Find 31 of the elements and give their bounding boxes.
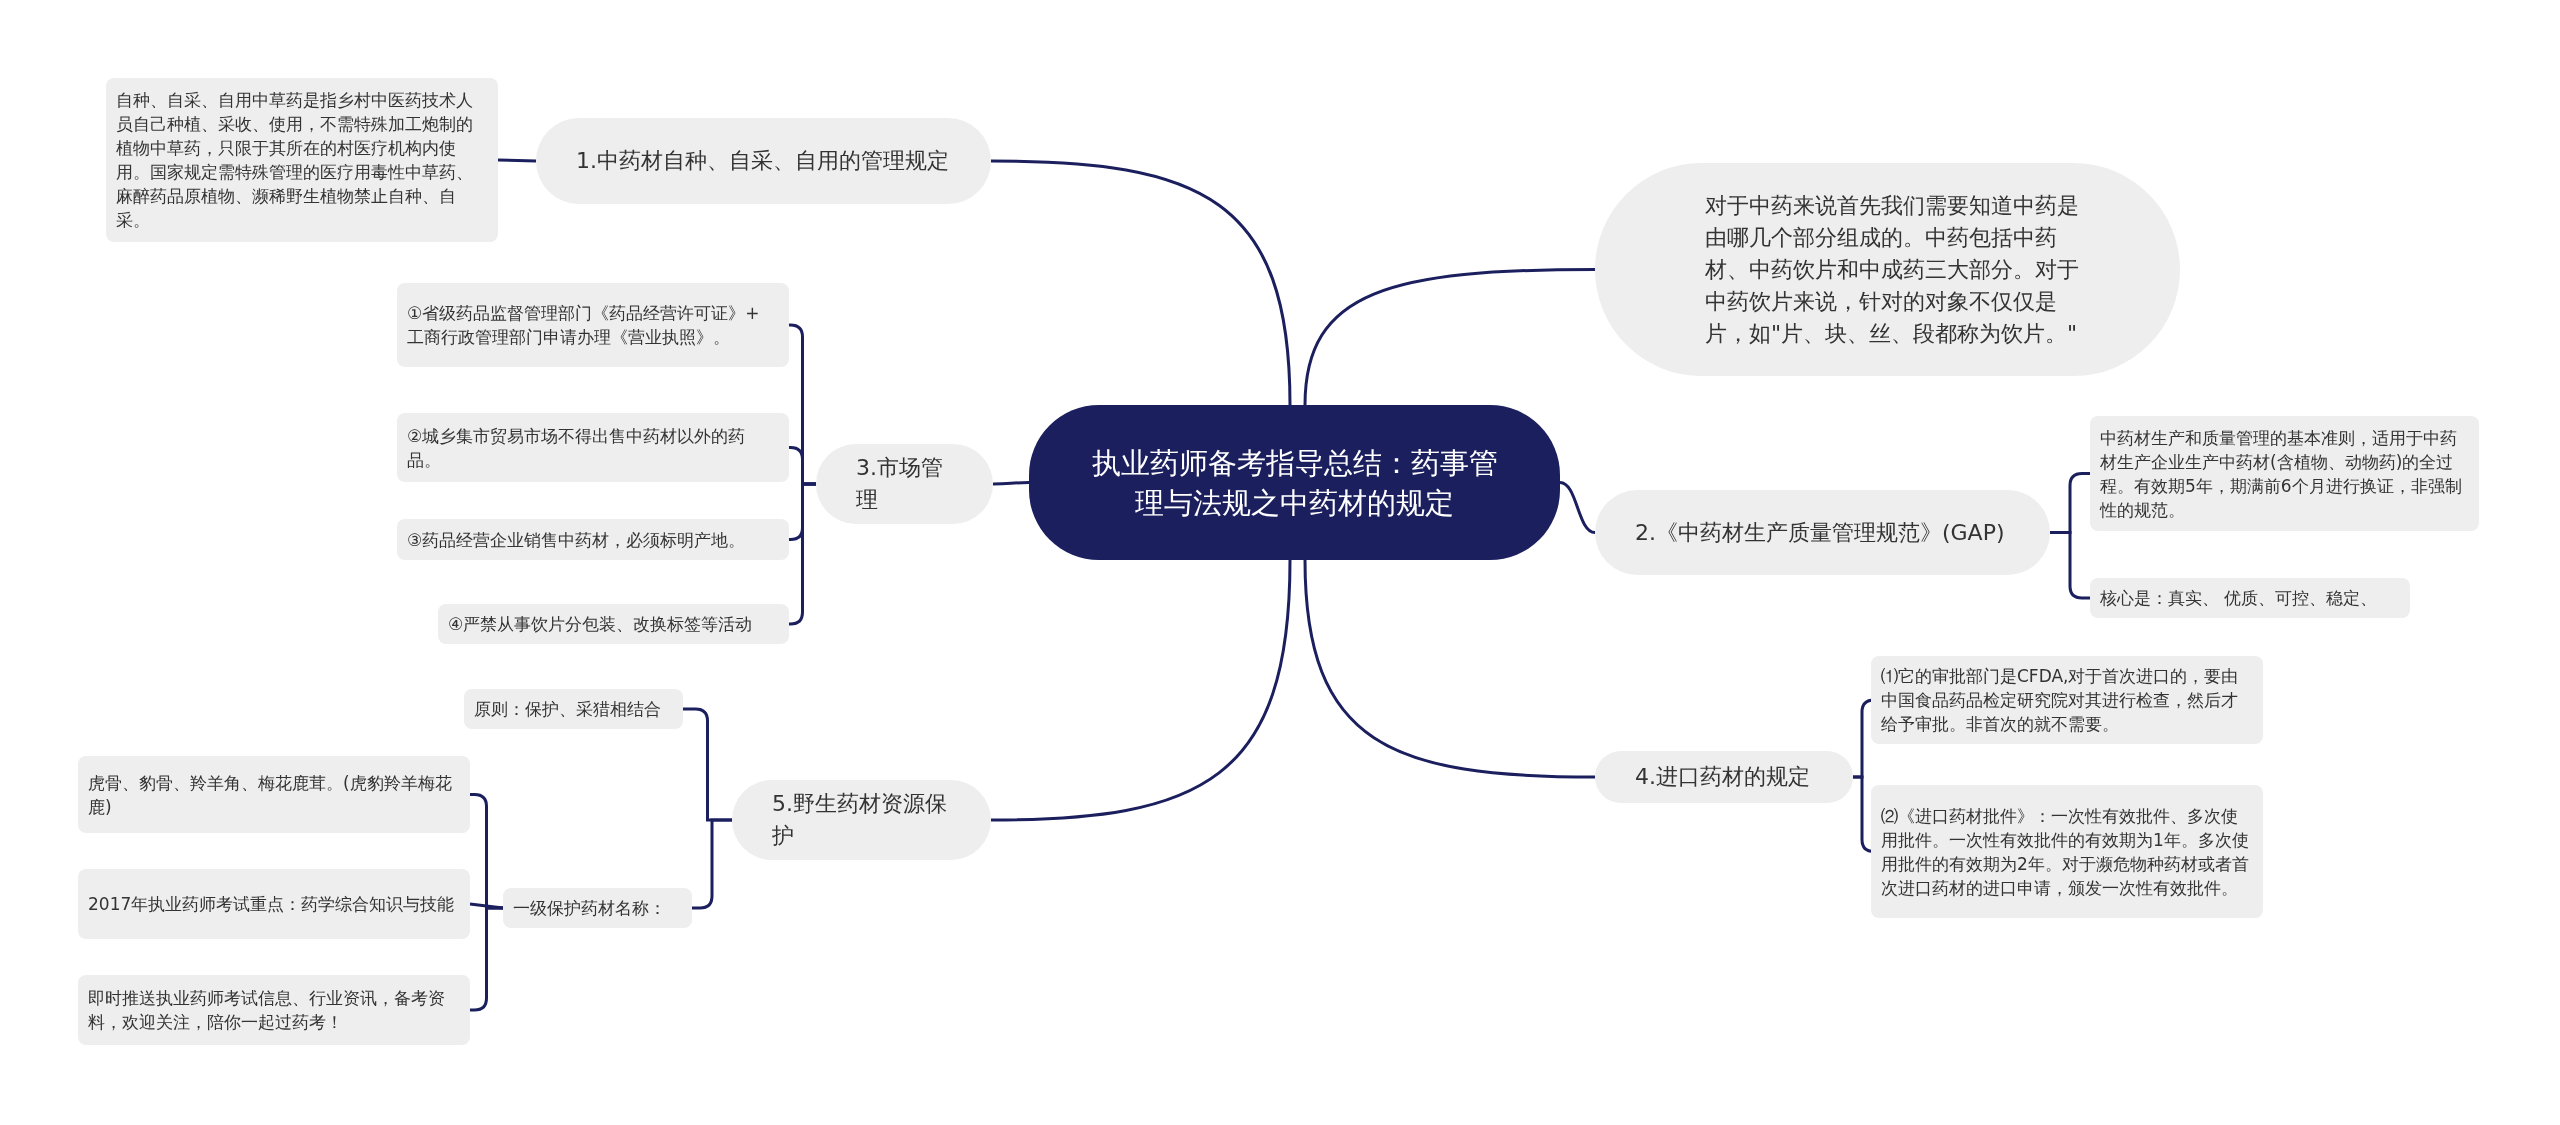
note-box: 一级保护药材名称： xyxy=(503,888,692,928)
topic-box: 执业药师备考指导总结：药事管理与法规之中药材的规定 xyxy=(1029,405,1560,560)
connector-line xyxy=(469,902,504,910)
connector-line xyxy=(993,481,1029,486)
note-box: 自种、自采、自用中草药是指乡村中医药技术人员自己种植、采收、使用，不需特殊加工炮制的植物中草药，只限于其所在的村医疗机构内使用。国家规定需特殊管理的医疗用毒性中草药、麻醉药品原植物、濒稀野生植物禁止自种、自采。 xyxy=(106,78,498,242)
branch-box: 1.中药材自种、自采、自用的管理规定 xyxy=(536,118,991,204)
branch-box: 4.进口药材的规定 xyxy=(1595,751,1853,803)
note-box: ⑵《进口药材批件》：一次性有效批件、多次使用批件。一次性有效批件的有效期为1年。多次使用批件的有效期为2年。对于濒危物种药材或者首次进口药材的进口申请，颁发一次性有效批件。 xyxy=(1871,785,2263,918)
note-box: 核心是：真实、 优质、可控、稳定、 xyxy=(2090,578,2410,618)
note-box: ②城乡集市贸易市场不得出售中药材以外的药品。 xyxy=(397,413,789,482)
note-box: ③药品经营企业销售中药材，必须标明产地。 xyxy=(397,519,789,560)
note-box: 虎骨、豹骨、羚羊角、梅花鹿茸。(虎豹羚羊梅花鹿) xyxy=(78,756,470,833)
connector-line xyxy=(990,159,1292,406)
note-box: 即时推送执业药师考试信息、行业资讯，备考资料，欢迎关注，陪你一起过药考！ xyxy=(78,975,470,1045)
branch-box: 5.野生药材资源保护 xyxy=(732,780,991,860)
connector-line xyxy=(990,559,1292,822)
connector-line xyxy=(1303,559,1596,779)
note-box: 2017年执业药师考试重点：药学综合知识与技能 xyxy=(78,869,470,939)
note-box: ①省级药品监督管理部门《药品经营许可证》+ 工商行政管理部门申请办理《营业执照》。 xyxy=(397,283,789,367)
note-box: 原则：保护、采猎相结合 xyxy=(464,689,683,729)
note-box: 中药材生产和质量管理的基本准则，适用于中药材生产企业生产中药材(含植物、动物药)的全过程。有效期5年，期满前6个月进行换证，非强制性的规范。 xyxy=(2090,416,2479,531)
note-bubble: 对于中药来说首先我们需要知道中药是由哪几个部分组成的。中药包括中药材、中药饮片和中成药三大部分。对于中药饮片来说，针对的对象不仅仅是片，如"片、块、丝、段都称为饮片。" xyxy=(1595,163,2180,376)
note-box: ④严禁从事饮片分包装、改换标签等活动 xyxy=(438,604,789,644)
connector-line xyxy=(497,158,537,163)
connector-line xyxy=(788,482,816,626)
branch-box: 3.市场管理 xyxy=(816,444,993,524)
branch-box: 2.《中药材生产质量管理规范》(GAP) xyxy=(1595,490,2050,575)
connector-line xyxy=(1303,268,1595,406)
note-box: ⑴它的审批部门是CFDA,对于首次进口的，要由中国食品药品检定研究院对其进行检查，然后才给予审批。非首次的就不需要。 xyxy=(1871,656,2263,744)
connector-line xyxy=(692,818,732,910)
connector-line xyxy=(1559,481,1596,534)
